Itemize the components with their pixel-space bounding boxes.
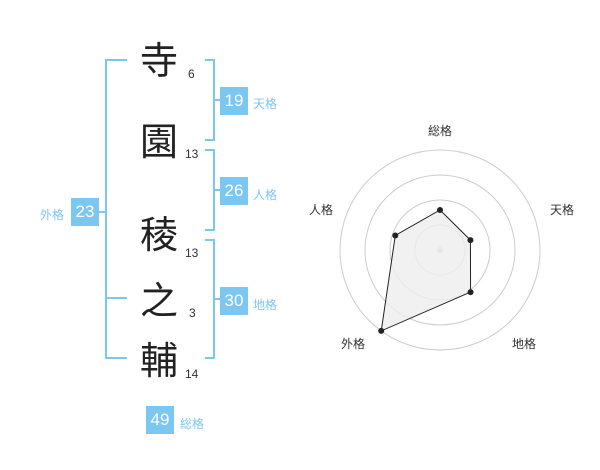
radar-point-3 <box>378 327 385 334</box>
radar-point-2 <box>467 289 474 296</box>
radar-axis-label-chikaku: 地格 <box>512 337 537 351</box>
stroke-count-5: 14 <box>185 367 199 381</box>
chikaku-label: 地格 <box>253 298 278 312</box>
radar-point-0 <box>437 207 443 213</box>
radar-polygon <box>380 209 472 332</box>
soukaku-value-badge: 49 <box>146 406 174 434</box>
jinkaku-label: 人格 <box>253 188 278 202</box>
radar-axis-label-jinkaku: 人格 <box>309 203 334 217</box>
jinkaku-value-badge: 26 <box>220 177 248 205</box>
tenkaku-label: 天格 <box>253 97 278 111</box>
stroke-count-4: 3 <box>189 306 196 320</box>
stroke-count-2: 13 <box>185 147 199 161</box>
radar-point-1 <box>467 237 474 244</box>
radar-ring-4 <box>339 149 541 351</box>
name-char-1: 寺 <box>140 39 179 83</box>
name-char-4: 之 <box>140 279 179 323</box>
radar-axis-label-tenkaku: 天格 <box>550 203 575 217</box>
radar-axis-label-gaikaku: 外格 <box>341 337 366 351</box>
name-char-3: 稜 <box>140 213 179 257</box>
gaikaku-value-badge: 23 <box>71 198 99 226</box>
name-char-2: 園 <box>140 120 179 164</box>
stroke-count-1: 6 <box>188 67 195 81</box>
radar-point-4 <box>392 232 399 239</box>
stroke-count-3: 13 <box>185 246 199 260</box>
tenkaku-value-badge: 19 <box>220 87 248 115</box>
gaikaku-bracket <box>105 59 127 359</box>
gaikaku-label: 外格 <box>40 208 65 222</box>
soukaku-label: 総格 <box>180 417 205 431</box>
name-char-5: 輔 <box>140 339 179 383</box>
radar-axis-label-soukaku: 総格 <box>428 124 453 138</box>
radar-ring-3 <box>364 174 516 326</box>
chikaku-value-badge: 30 <box>220 287 248 315</box>
